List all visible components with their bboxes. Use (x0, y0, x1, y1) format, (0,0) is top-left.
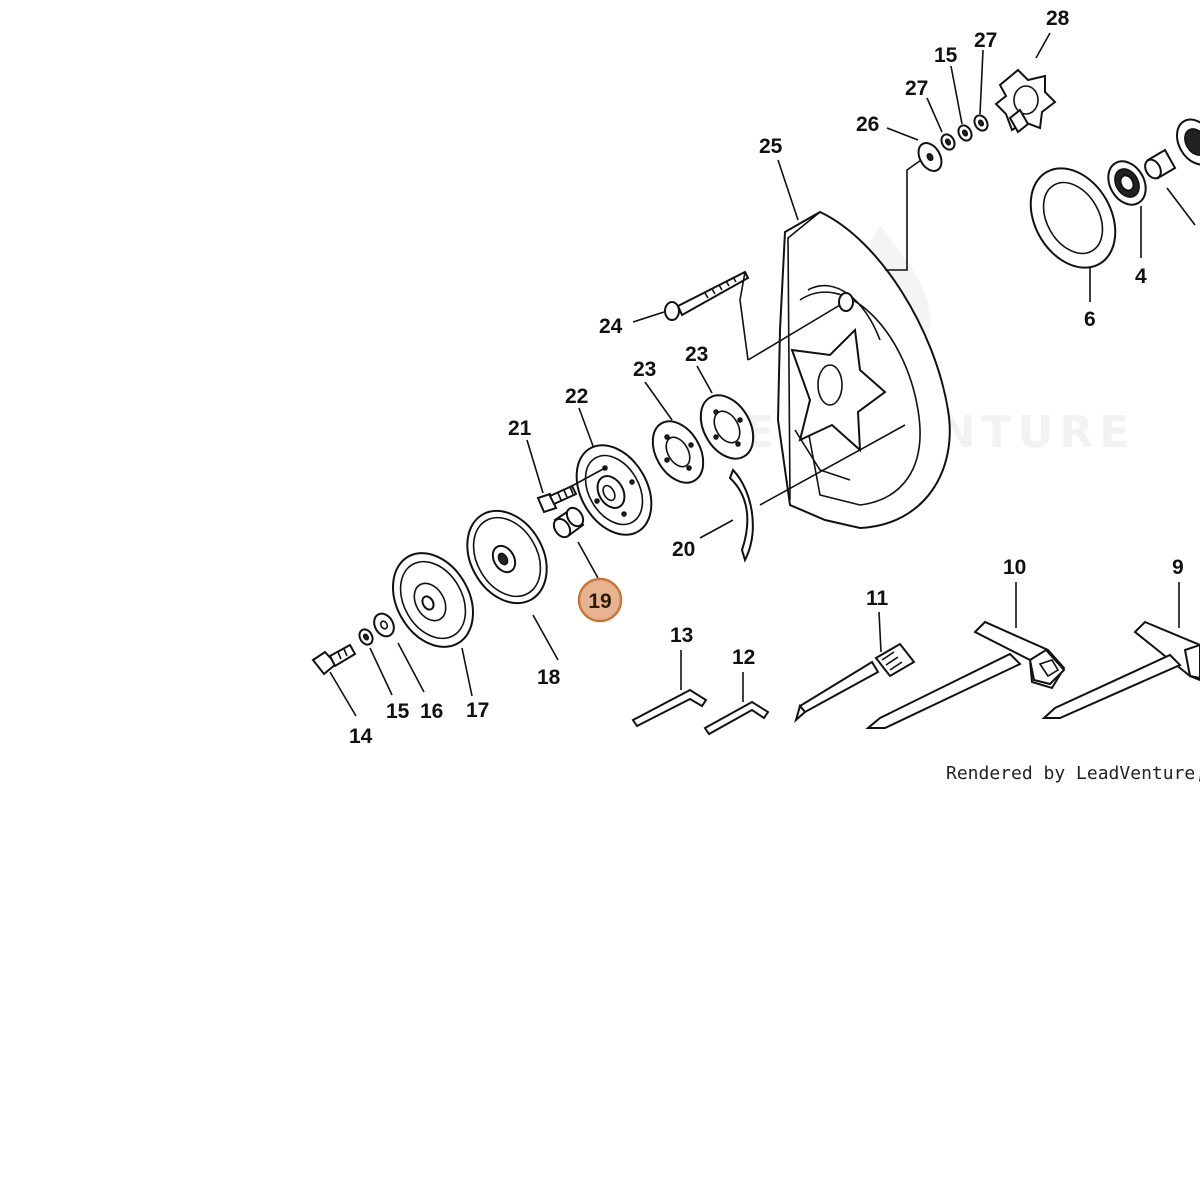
callout-20[interactable]: 20 (672, 538, 695, 561)
part-washer-top-c (973, 114, 989, 132)
callout-9[interactable]: 9 (1172, 556, 1184, 579)
tool-hex-key-small (703, 700, 770, 736)
callout-27-left[interactable]: 27 (905, 77, 928, 100)
part-bearing (1107, 160, 1147, 206)
highlight-marker (577, 577, 623, 623)
part-pulley-outer (392, 552, 474, 648)
callout-25[interactable]: 25 (759, 135, 783, 158)
callout-23-left[interactable]: 23 (633, 358, 656, 381)
callout-13[interactable]: 13 (670, 624, 693, 647)
part-washer-top-a (940, 133, 956, 151)
part-flange (575, 444, 653, 536)
part-gasket-front (651, 420, 705, 484)
callout-23-right[interactable]: 23 (685, 343, 708, 366)
part-washer-large (373, 612, 395, 638)
tool-hex-key-large (631, 688, 708, 728)
callout-11[interactable]: 11 (866, 587, 889, 610)
callout-28[interactable]: 28 (1046, 7, 1070, 30)
part-bushing (552, 506, 585, 539)
tool-t-socket-wrench (865, 620, 1066, 729)
callout-21[interactable]: 21 (508, 417, 532, 440)
render-credit: Rendered by LeadVenture, Inc. (946, 763, 1200, 784)
callout-19-label: 19 (588, 590, 611, 613)
part-small-bolt (536, 484, 578, 514)
leader-lines (329, 32, 1196, 717)
part-long-bolt (664, 270, 750, 321)
callout-26[interactable]: 26 (856, 113, 879, 136)
callout-15-top[interactable]: 15 (934, 44, 958, 67)
part-seal-ring (1029, 167, 1117, 269)
part-washer-small-front (358, 628, 374, 646)
callout-22[interactable]: 22 (565, 385, 588, 408)
part-pulley-large (466, 509, 548, 605)
callout-4[interactable]: 4 (1135, 265, 1147, 288)
callout-14[interactable]: 14 (349, 725, 373, 748)
callout-27-right[interactable]: 27 (974, 29, 997, 52)
part-bushing-right (1144, 148, 1177, 180)
part-guard-cover (776, 210, 951, 530)
part-bearing-edge (1176, 118, 1200, 166)
callout-labels: 28 27 15 27 26 25 24 23 23 22 21 20 18 1… (349, 7, 1184, 748)
callout-18[interactable]: 18 (537, 666, 561, 689)
callout-10[interactable]: 10 (1003, 556, 1026, 579)
part-washer-top-b (957, 124, 973, 142)
callout-17[interactable]: 17 (466, 699, 489, 722)
callout-12[interactable]: 12 (732, 646, 755, 669)
callout-15-bottom[interactable]: 15 (386, 700, 410, 723)
callout-24[interactable]: 24 (599, 315, 623, 338)
part-curved-strip (728, 468, 754, 563)
tool-t-socket-wrench-edge (1041, 620, 1200, 719)
part-star-knob (994, 68, 1057, 134)
part-hex-bolt (311, 643, 357, 676)
part-washer-top-large (917, 142, 943, 172)
tool-screwdriver (794, 642, 916, 724)
part-gasket-rear (699, 394, 755, 460)
callout-6[interactable]: 6 (1084, 308, 1096, 331)
callout-16[interactable]: 16 (420, 700, 443, 723)
callout-19-highlighted[interactable]: 19 (577, 577, 623, 623)
